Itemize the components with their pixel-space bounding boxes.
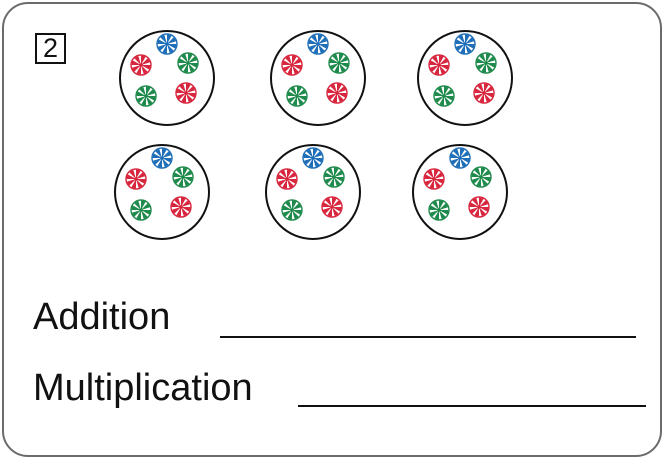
- peppermint-candy-icon: [323, 166, 345, 188]
- peppermint-candy-icon: [428, 199, 450, 221]
- peppermint-candy-icon: [475, 52, 497, 74]
- addition-answer-line[interactable]: [220, 336, 636, 338]
- peppermint-candy-icon: [130, 54, 152, 76]
- candy-group: [114, 144, 210, 240]
- peppermint-candy-icon: [276, 168, 298, 190]
- peppermint-candy-icon: [172, 166, 194, 188]
- peppermint-candy-icon: [454, 33, 476, 55]
- peppermint-candy-icon: [156, 33, 178, 55]
- peppermint-candy-icon: [423, 168, 445, 190]
- candy-group: [417, 30, 513, 126]
- candy-group: [265, 144, 361, 240]
- peppermint-candy-icon: [170, 196, 192, 218]
- peppermint-candy-icon: [135, 85, 157, 107]
- peppermint-candy-icon: [175, 82, 197, 104]
- peppermint-candy-icon: [177, 52, 199, 74]
- peppermint-candy-icon: [286, 85, 308, 107]
- peppermint-candy-icon: [130, 199, 152, 221]
- peppermint-candy-icon: [470, 166, 492, 188]
- problem-number: 2: [35, 33, 66, 64]
- peppermint-candy-icon: [468, 196, 490, 218]
- peppermint-candy-icon: [321, 196, 343, 218]
- addition-prompt: Addition: [33, 296, 170, 339]
- peppermint-candy-icon: [433, 85, 455, 107]
- addition-label: Addition: [33, 296, 171, 338]
- peppermint-candy-icon: [302, 147, 324, 169]
- candy-group: [119, 30, 215, 126]
- peppermint-candy-icon: [449, 147, 471, 169]
- peppermint-candy-icon: [307, 33, 329, 55]
- multiplication-answer-line[interactable]: [298, 405, 646, 407]
- multiplication-label: Multiplication: [33, 367, 253, 409]
- peppermint-candy-icon: [151, 147, 173, 169]
- candy-group: [270, 30, 366, 126]
- multiplication-prompt: Multiplication: [33, 367, 253, 410]
- peppermint-candy-icon: [281, 54, 303, 76]
- peppermint-candy-icon: [125, 168, 147, 190]
- peppermint-candy-icon: [328, 52, 350, 74]
- peppermint-candy-icon: [473, 82, 495, 104]
- candy-group: [412, 144, 508, 240]
- peppermint-candy-icon: [281, 199, 303, 221]
- peppermint-candy-icon: [326, 82, 348, 104]
- peppermint-candy-icon: [428, 54, 450, 76]
